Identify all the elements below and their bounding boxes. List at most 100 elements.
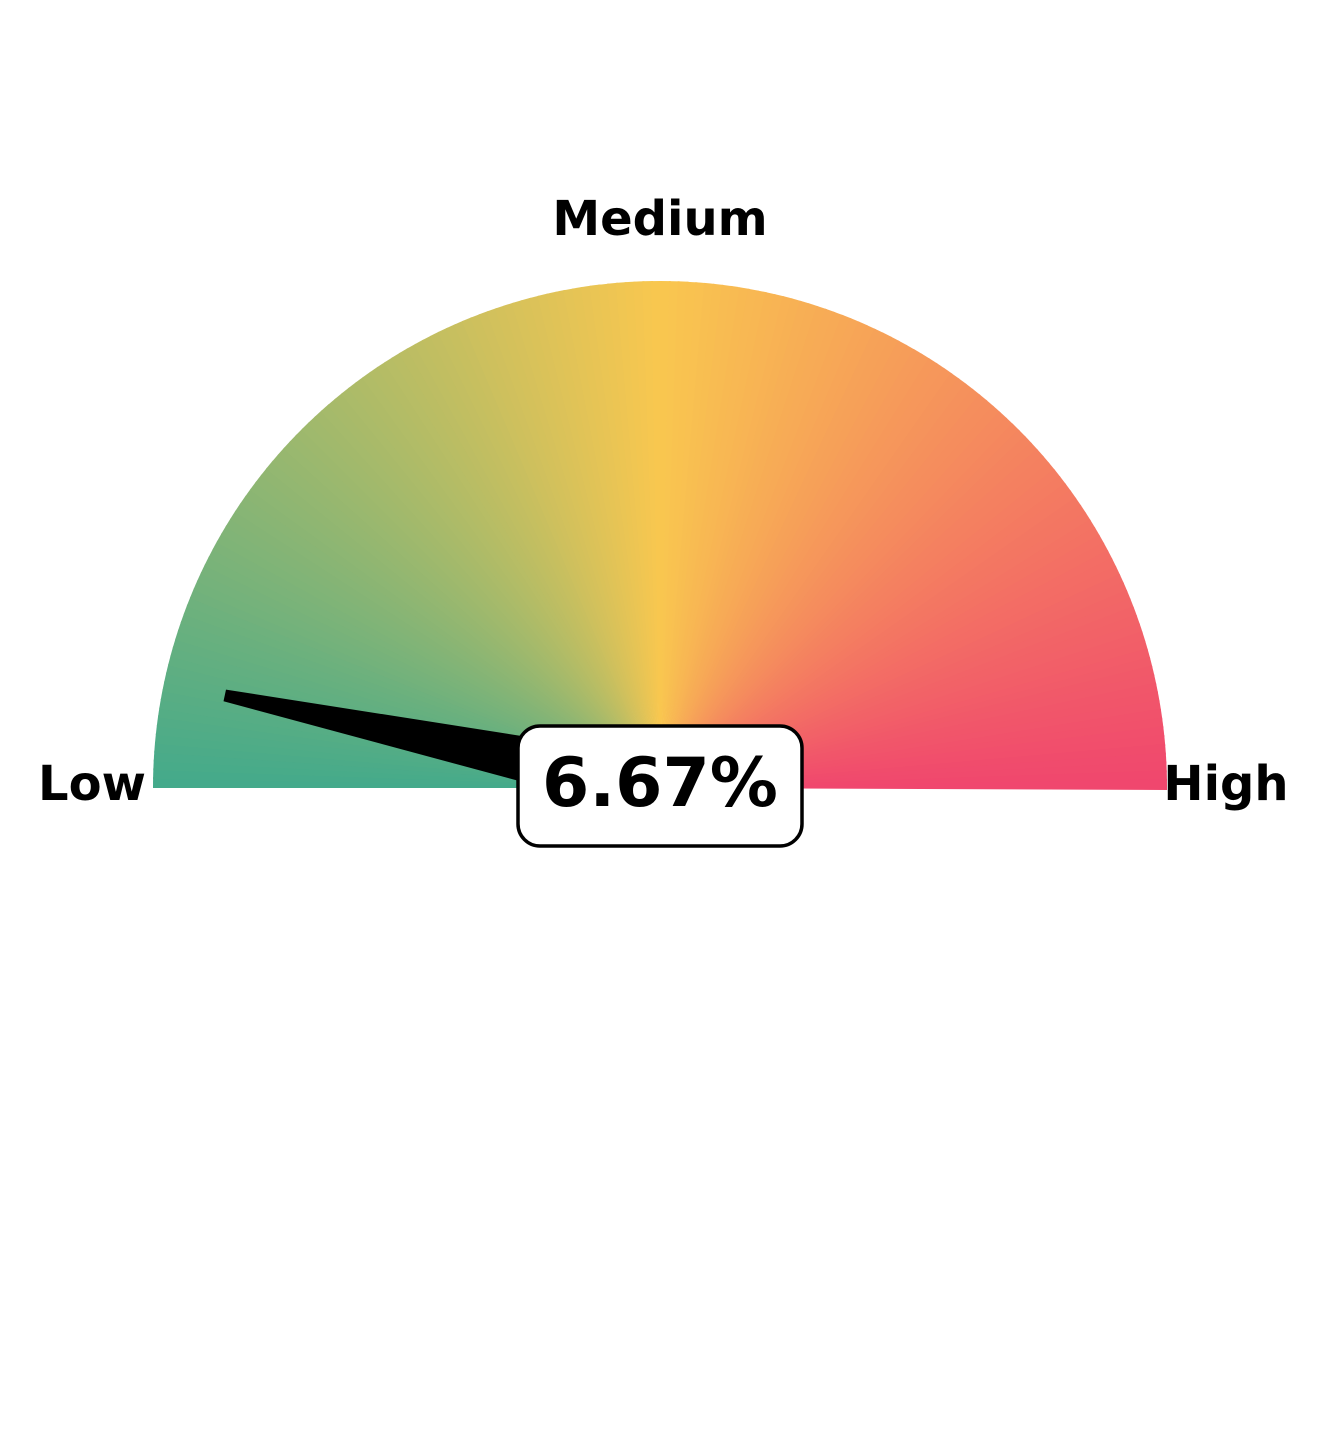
gauge-arc-segment xyxy=(660,377,967,788)
gauge-arc-segment xyxy=(470,313,660,788)
value-box xyxy=(516,724,804,848)
gauge-arc-segment xyxy=(545,291,660,788)
gauge-arc-segment xyxy=(265,460,660,788)
gauge-arc-segment xyxy=(249,481,661,788)
gauge-arc-segment xyxy=(478,310,660,788)
gauge-arc-segment xyxy=(660,462,1056,788)
gauge-arc-segment xyxy=(660,455,1050,788)
gauge-arc-segment xyxy=(624,281,660,788)
gauge-arc-segment xyxy=(660,383,974,788)
gauge-arc-segment xyxy=(633,281,660,788)
gauge-arc-segment xyxy=(347,381,660,788)
gauge-arc-segment xyxy=(289,434,660,788)
gauge-arc-segment xyxy=(239,495,660,788)
gauge-label-low: Low xyxy=(38,756,146,812)
gauge-arc-segment xyxy=(260,467,660,788)
gauge-arc-segment xyxy=(283,440,660,788)
gauge-arc-segment xyxy=(642,281,660,788)
gauge-arc-segment xyxy=(660,399,995,788)
gauge-arc-segment xyxy=(354,376,660,788)
gauge-arc-segment xyxy=(511,300,660,788)
gauge-arc-segment xyxy=(528,295,660,788)
gauge-arc-segment xyxy=(225,517,660,788)
gauge-arc-segment xyxy=(660,417,1014,788)
gauge-arc-segment xyxy=(494,305,660,788)
gauge-arc-segment xyxy=(660,411,1008,788)
gauge-arc-segment xyxy=(660,526,1101,788)
gauge-arc-segment xyxy=(271,453,660,788)
gauge-arc-segment xyxy=(391,352,660,788)
gauge-arc-segment xyxy=(660,348,923,788)
gauge-arc-segment xyxy=(660,328,885,788)
gauge-arc-segment xyxy=(406,343,660,788)
gauge-arc-segment xyxy=(340,387,660,788)
gauge-arc-segment xyxy=(615,282,660,788)
gauge-arc-segment xyxy=(660,340,908,788)
gauge-label-high: High xyxy=(1163,756,1288,812)
gauge-arc-segment xyxy=(421,335,660,788)
gauge-arc-segment xyxy=(660,358,938,788)
gauge-arc-segment xyxy=(660,336,900,788)
gauge-arc-segment xyxy=(230,510,660,788)
gauge-arc-segment xyxy=(660,344,916,788)
gauge-arc-segment xyxy=(320,404,660,788)
gauge-arc-segment xyxy=(660,362,946,788)
gauge-arc-segment xyxy=(660,497,1082,788)
gauge-arc-segment xyxy=(660,511,1092,788)
gauge-arc-segment xyxy=(660,504,1087,788)
gauge-arc-segment xyxy=(571,286,660,788)
gauge-arc-segment xyxy=(486,307,660,788)
gauge-arc-segment xyxy=(461,317,660,788)
gauge-arc-segment xyxy=(651,281,663,788)
gauge-arc-segment xyxy=(295,428,660,788)
gauge-arc-segment xyxy=(314,409,660,788)
gauge-arc-segment xyxy=(398,347,660,788)
gauge-arc-segment xyxy=(660,429,1027,788)
gauge-arc-segment xyxy=(414,339,660,788)
gauge-arc-segment xyxy=(429,331,660,788)
gauge-arc-segment xyxy=(660,393,988,788)
gauge-label-medium: Medium xyxy=(552,191,767,247)
gauge-arc-segment xyxy=(520,297,660,788)
gauge-arc-segment xyxy=(216,532,660,788)
gauge-arc-segment xyxy=(301,421,660,788)
gauge-arc-segment xyxy=(607,282,660,788)
gauge-arc-segment xyxy=(660,372,960,788)
gauge-arc-segment xyxy=(369,366,660,788)
gauge-arc-segment xyxy=(327,398,660,788)
gauge-arc-segment xyxy=(437,327,660,788)
gauge-arc-segment xyxy=(307,415,660,788)
gauge-arc-segment xyxy=(660,468,1061,788)
gauge-arc-segment xyxy=(554,289,660,788)
gauge-arc-segment xyxy=(220,525,661,788)
gauge-arc-segment xyxy=(445,324,660,788)
gauge-arc-segment xyxy=(255,474,660,788)
gauge-arc-segment xyxy=(660,519,1096,788)
gauge-arc-segment xyxy=(660,332,892,788)
gauge-arc-segment xyxy=(660,435,1033,788)
gauge-arc-segment xyxy=(503,302,660,788)
gauge-arc-segment xyxy=(660,405,1001,788)
gauge-arc-segment xyxy=(277,447,660,788)
gauge-arc-segment xyxy=(660,489,1077,788)
gauge-arc-segment xyxy=(244,488,660,788)
gauge-arc-segment xyxy=(589,284,660,788)
gauge-arc-segment xyxy=(383,356,660,788)
gauge-arc-segment xyxy=(361,371,660,788)
gauge-arc-segment xyxy=(334,392,660,788)
gauge-arc-segment xyxy=(660,388,981,788)
gauge-arc-segment xyxy=(660,448,1044,788)
gauge-arc-segment xyxy=(660,367,953,788)
gauge-arc-segment xyxy=(580,285,660,788)
gauge-arc-segment xyxy=(660,442,1039,788)
gauge-arc-segment xyxy=(660,482,1072,788)
gauge-arc-segment xyxy=(537,293,660,788)
gauge-arc-segment xyxy=(453,320,660,788)
gauge-arc-segment xyxy=(234,502,661,788)
gauge-value: 6.67% xyxy=(542,744,778,823)
gauge-arc-segment xyxy=(660,475,1067,788)
gauge-arc-segment xyxy=(660,423,1020,788)
gauge-arc-segment xyxy=(598,283,660,788)
gauge-arc-segment xyxy=(563,288,660,788)
